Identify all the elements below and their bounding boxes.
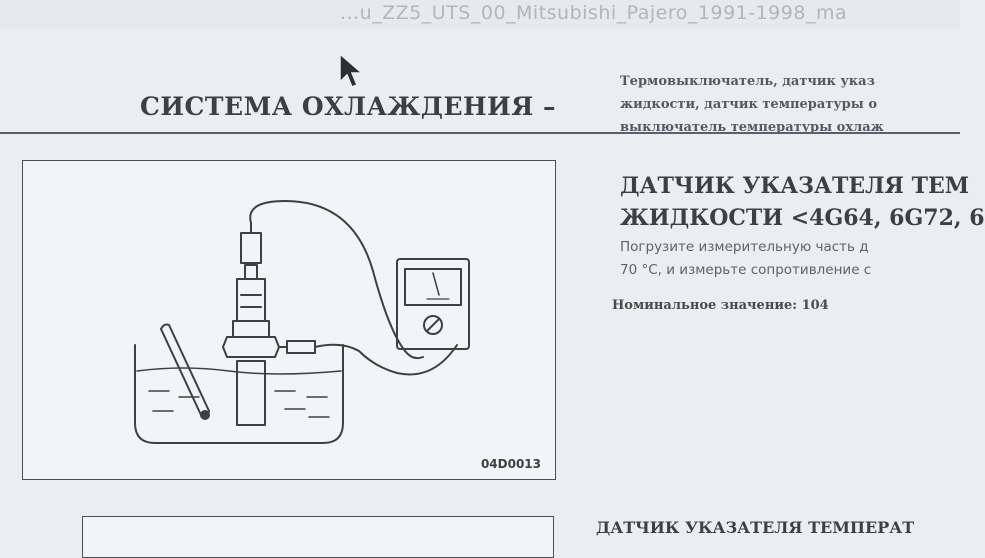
nominal-value: Номинальное значение: 104	[612, 298, 829, 313]
figure-code: 04D0013	[480, 457, 541, 471]
mouse-cursor-icon	[338, 52, 365, 96]
side-connector	[286, 340, 316, 354]
water-surface	[136, 367, 342, 375]
water-dashes	[148, 390, 330, 418]
sensor-instructions-line: 70 °C, и измерьте сопротивление с	[620, 262, 872, 278]
next-figure-frame	[82, 516, 554, 558]
ohmmeter	[396, 258, 470, 350]
thermometer	[160, 323, 210, 420]
sensor-heading-line: ЖИДКОСТИ <4G64, 6G72, 6	[620, 205, 985, 231]
water-container	[134, 344, 344, 444]
test-lead-side	[314, 343, 458, 376]
document-filename: ...u_ZZ5_UTS_00_Mitsubishi_Pajero_1991-1…	[340, 2, 848, 24]
section-description-line: выключатель температуры охлаж	[620, 120, 884, 135]
sensor-heading-line: ДАТЧИК УКАЗАТЕЛЯ ТЕМ	[620, 173, 970, 199]
test-lead-top	[249, 200, 424, 360]
section-description-line: Термовыключатель, датчик указ	[620, 74, 875, 89]
top-connector	[240, 232, 262, 264]
sensor-heading: ДАТЧИК УКАЗАТЕЛЯ ТЕМ ЖИДКОСТИ <4G64, 6G7…	[620, 170, 985, 234]
sensor-head	[236, 278, 266, 322]
sensor-instructions-line: Погрузите измерительную часть д	[620, 239, 869, 255]
sensor-hex	[222, 336, 280, 358]
section-title: СИСТЕМА ОХЛАЖДЕНИЯ –	[140, 92, 557, 121]
sensor-neck	[232, 320, 270, 338]
header-divider	[0, 132, 960, 134]
sensor-probe	[236, 360, 266, 426]
sensor-test-illustration	[134, 200, 470, 444]
sensor-instructions: Погрузите измерительную часть д 70 °C, и…	[620, 236, 960, 282]
meter-display	[404, 268, 462, 306]
window-title-bar: ...u_ZZ5_UTS_00_Mitsubishi_Pajero_1991-1…	[0, 0, 960, 28]
sensor-test-figure: 04D0013	[22, 160, 556, 480]
section-description: Термовыключатель, датчик указ жидкости, …	[620, 70, 960, 139]
next-section-heading: ДАТЧИК УКАЗАТЕЛЯ ТЕМПЕРАТ	[596, 518, 915, 537]
meter-dial-icon	[423, 315, 443, 335]
section-description-line: жидкости, датчик температуры о	[620, 97, 877, 112]
